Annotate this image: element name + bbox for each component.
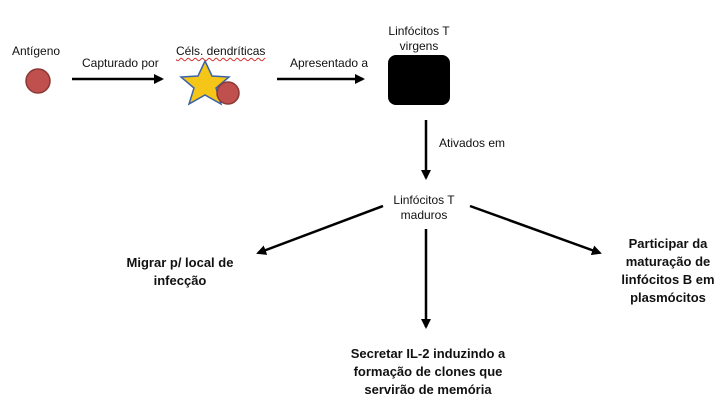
migrate-label: Migrar p/ local de infecção <box>127 254 234 290</box>
captured-by-label: Capturado por <box>82 56 159 70</box>
secrete-line3: servirão de memória <box>364 382 492 397</box>
naive-t-line1: Linfócitos T <box>388 24 450 38</box>
migrate-line1: Migrar p/ local de <box>126 255 234 270</box>
naive-t-box <box>388 55 450 105</box>
migrate-line2: infecção <box>153 273 207 288</box>
participate-label: Participar da maturação de linfócitos B … <box>621 235 714 307</box>
antigen-label: Antígeno <box>12 44 61 58</box>
secrete-line1: Secretar IL-2 induzindo a <box>350 346 506 361</box>
presented-to-label: Apresentado a <box>290 56 369 70</box>
participate-line1: Participar da <box>628 236 708 251</box>
participate-line2: maturação de <box>625 254 711 269</box>
naive-t-line2: virgens <box>399 39 439 53</box>
dendritic-label: Céls. dendríticas <box>176 44 265 59</box>
arrow-participate <box>469 204 602 255</box>
arrow-migrate <box>256 204 384 255</box>
secrete-line2: formação de clones que <box>353 364 503 379</box>
naive-t-label: Linfócitos T virgens <box>388 24 449 54</box>
participate-line3: linfócitos B em <box>621 272 715 287</box>
antigen-circle <box>25 68 51 94</box>
mature-t-line2: maduros <box>400 208 448 222</box>
mature-t-label: Linfócitos T maduros <box>393 193 454 223</box>
activated-in-label: Ativados em <box>439 136 506 150</box>
participate-line4: plasmócitos <box>630 290 706 305</box>
secrete-label: Secretar IL-2 induzindo a formação de cl… <box>351 345 506 399</box>
dendritic-label-text: Céls. dendríticas <box>176 44 266 58</box>
mature-t-line1: Linfócitos T <box>393 193 455 207</box>
dendritic-antigen-circle <box>216 81 240 105</box>
